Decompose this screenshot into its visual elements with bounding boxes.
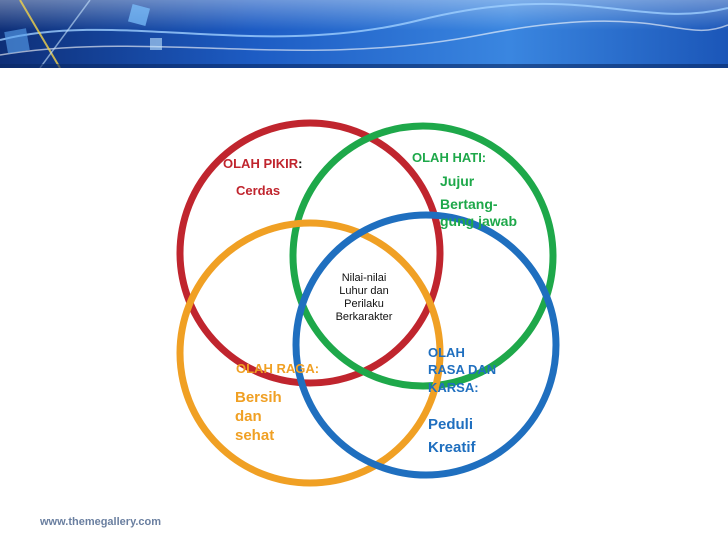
center-line: Luhur dan: [339, 285, 389, 297]
olah-rasa-item-peduli: Peduli: [428, 416, 474, 433]
olah-hati-title: OLAH HATI:: [412, 150, 487, 165]
olah-raga-title: OLAH RAGA:: [236, 361, 320, 376]
olah-raga-item-bersih: Bersih: [235, 389, 282, 406]
olah-raga-item-sehat: sehat: [235, 427, 275, 444]
olah-hati-item-gung-jawab: gung jawab: [440, 213, 517, 229]
center-label: Nilai-nilai Luhur dan Perilaku Berkarakt…: [322, 272, 406, 324]
center-line: Berkarakter: [335, 311, 393, 323]
circle-olah-pikir: [176, 119, 444, 387]
circle-olah-hati: [289, 122, 557, 390]
olah-rasa-title-line-3: KARSA:: [428, 380, 479, 395]
center-line: Perilaku: [344, 298, 384, 310]
olah-rasa-title-line-1: OLAH: [428, 345, 465, 360]
olah-raga-item-dan: dan: [235, 408, 262, 425]
circle-olah-rasa: [292, 211, 560, 479]
circle-olah-raga: [176, 219, 444, 487]
olah-pikir-item-cerdas: Cerdas: [236, 183, 281, 198]
olah-rasa-title-line-2: RASA DAN: [428, 362, 497, 377]
olah-rasa-item-kreatif: Kreatif: [428, 439, 476, 456]
olah-pikir-title: OLAH PIKIR:: [223, 156, 303, 171]
header-banner: [0, 0, 728, 68]
footer-url: www.themegallery.com: [40, 516, 162, 528]
olah-hati-item-bertang: Bertang-: [440, 196, 498, 212]
center-line: Nilai-nilai: [341, 272, 387, 284]
olah-hati-item-jujur: Jujur: [440, 173, 475, 189]
